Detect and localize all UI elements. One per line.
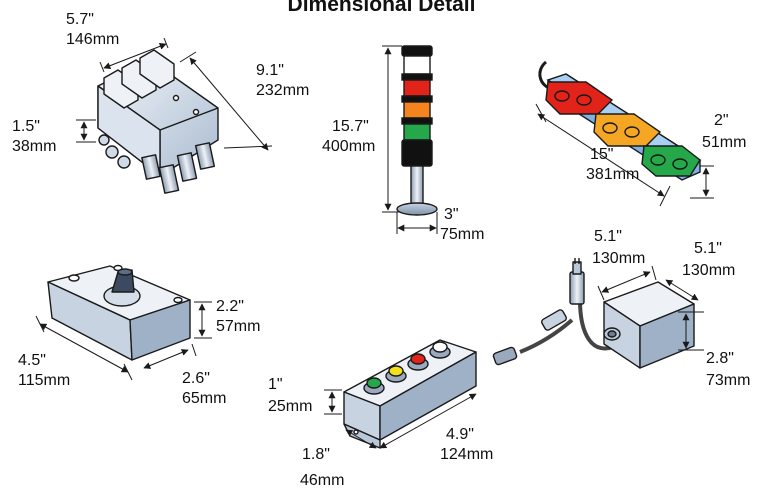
tower-light-base-mm: 75mm	[440, 226, 485, 243]
manifold-length-mm: 232mm	[256, 82, 310, 99]
manifold-length-in: 9.1"	[256, 62, 284, 79]
junction-box-height-in: 2.8"	[706, 350, 734, 367]
selector-box-height-mm: 57mm	[216, 318, 261, 335]
diagram-title: Dimensional Detail	[287, 0, 476, 16]
light-bar-dimension-lines	[535, 103, 714, 207]
light-bar-length-mm: 381mm	[586, 166, 640, 183]
junction-box-length-in: 5.1"	[694, 240, 722, 257]
tower-light-dimension-lines	[382, 45, 438, 234]
selector-box-illustration	[47, 264, 191, 361]
light-bar-illustration	[538, 60, 702, 181]
selector-box-length-in: 4.5"	[18, 352, 46, 369]
manifold-dimension-lines	[76, 37, 273, 151]
pushbutton-length-in: 4.9"	[446, 426, 474, 443]
manifold-height-in: 1.5"	[12, 118, 40, 135]
junction-box-width-in: 5.1"	[594, 228, 622, 245]
light-bar-height-in: 2"	[714, 112, 729, 129]
tower-light-base-in: 3"	[444, 206, 459, 223]
selector-box-dimension-lines	[35, 301, 212, 381]
tower-light-illustration	[396, 45, 438, 216]
tower-light-height-in: 15.7"	[332, 118, 369, 135]
pushbutton-height-mm: 25mm	[268, 398, 313, 415]
pushbutton-depth-in: 1.8"	[302, 446, 330, 463]
manifold-height-mm: 38mm	[12, 138, 57, 155]
junction-box-illustration	[492, 258, 695, 369]
light-bar-height-mm: 51mm	[702, 134, 747, 151]
selector-box-depth-mm: 65mm	[182, 390, 227, 407]
manifold-width-in: 5.7"	[66, 11, 94, 28]
manifold-illustration	[97, 49, 219, 194]
pushbutton-length-mm: 124mm	[440, 446, 494, 463]
tower-light-height-mm: 400mm	[322, 138, 376, 155]
pushbutton-depth-mm: 46mm	[300, 472, 345, 489]
junction-box-dimension-lines	[597, 265, 704, 351]
selector-box-depth-in: 2.6"	[182, 370, 210, 387]
pushbutton-height-in: 1"	[268, 376, 283, 393]
selector-box-length-mm: 115mm	[18, 372, 71, 389]
manifold-width-mm: 146mm	[66, 31, 120, 48]
junction-box-height-mm: 73mm	[706, 372, 751, 389]
pushbutton-station-dimension-lines	[324, 389, 477, 449]
junction-box-length-mm: 130mm	[682, 262, 736, 279]
selector-box-height-in: 2.2"	[216, 298, 244, 315]
junction-box-width-mm: 130mm	[592, 250, 646, 267]
light-bar-length-in: 15"	[590, 146, 614, 163]
